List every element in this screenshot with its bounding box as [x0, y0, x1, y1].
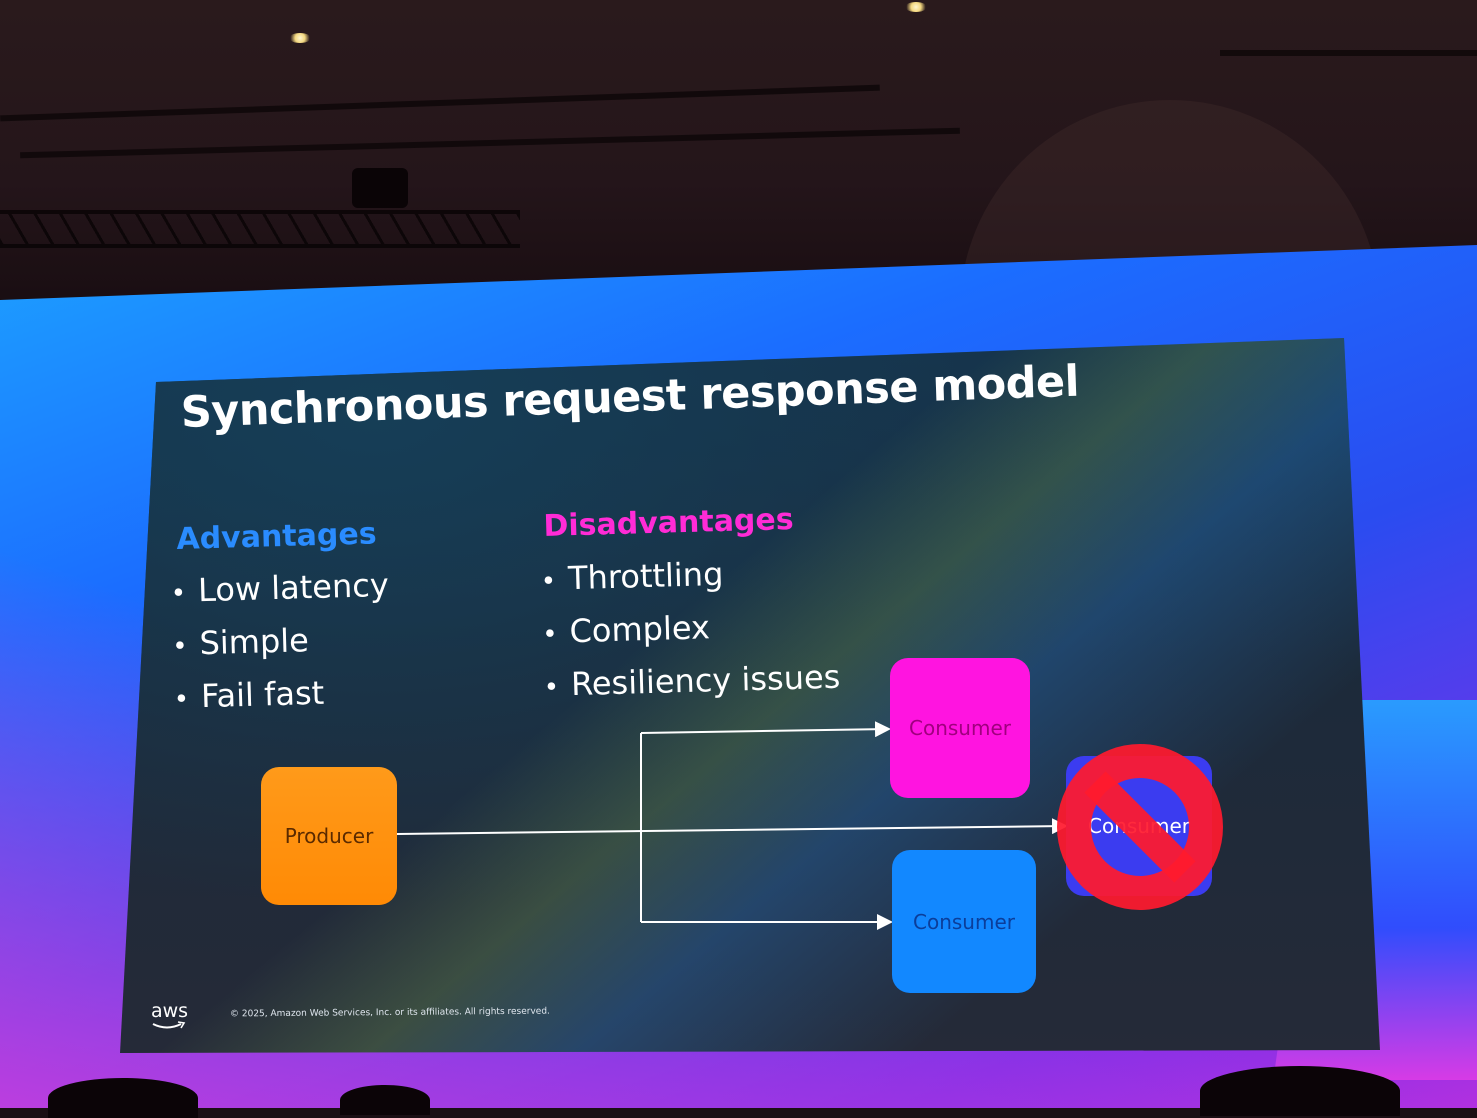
list-item: Fail fast [173, 665, 392, 724]
ceiling-beam [1220, 50, 1477, 56]
list-item: Simple [171, 612, 390, 671]
aws-smile-icon [152, 1021, 186, 1029]
producer-label: Producer [284, 824, 374, 848]
consumer-label: Consumer [913, 909, 1015, 934]
audience-head [1200, 1066, 1400, 1116]
ceiling-light-icon [289, 33, 311, 43]
lighting-truss [0, 210, 520, 248]
consumer-box-bottom: Consumer [892, 850, 1036, 993]
disadvantages-heading: Disadvantages [543, 502, 795, 544]
advantages-heading: Advantages [176, 516, 378, 557]
list-item: Throttling [540, 545, 838, 606]
ceiling-beam [20, 127, 960, 159]
audience-head [340, 1085, 430, 1115]
ceiling-light-icon [905, 2, 927, 12]
producer-box: Producer [261, 767, 397, 905]
aws-logo: aws [151, 1002, 188, 1031]
consumer-box-top: Consumer [890, 658, 1030, 798]
disadvantages-list: Throttling Complex Resiliency issues [540, 545, 841, 712]
consumer-label: Consumer [909, 716, 1011, 740]
ceiling-projector [352, 168, 408, 208]
list-item: Complex [541, 598, 839, 659]
prohibited-icon [1057, 744, 1223, 910]
audience-head [48, 1078, 198, 1118]
list-item: Low latency [170, 559, 390, 618]
advantages-list: Low latency Simple Fail fast [170, 559, 392, 724]
aws-logo-text: aws [151, 1000, 189, 1022]
ceiling-beam [0, 84, 880, 122]
list-item: Resiliency issues [543, 651, 841, 712]
